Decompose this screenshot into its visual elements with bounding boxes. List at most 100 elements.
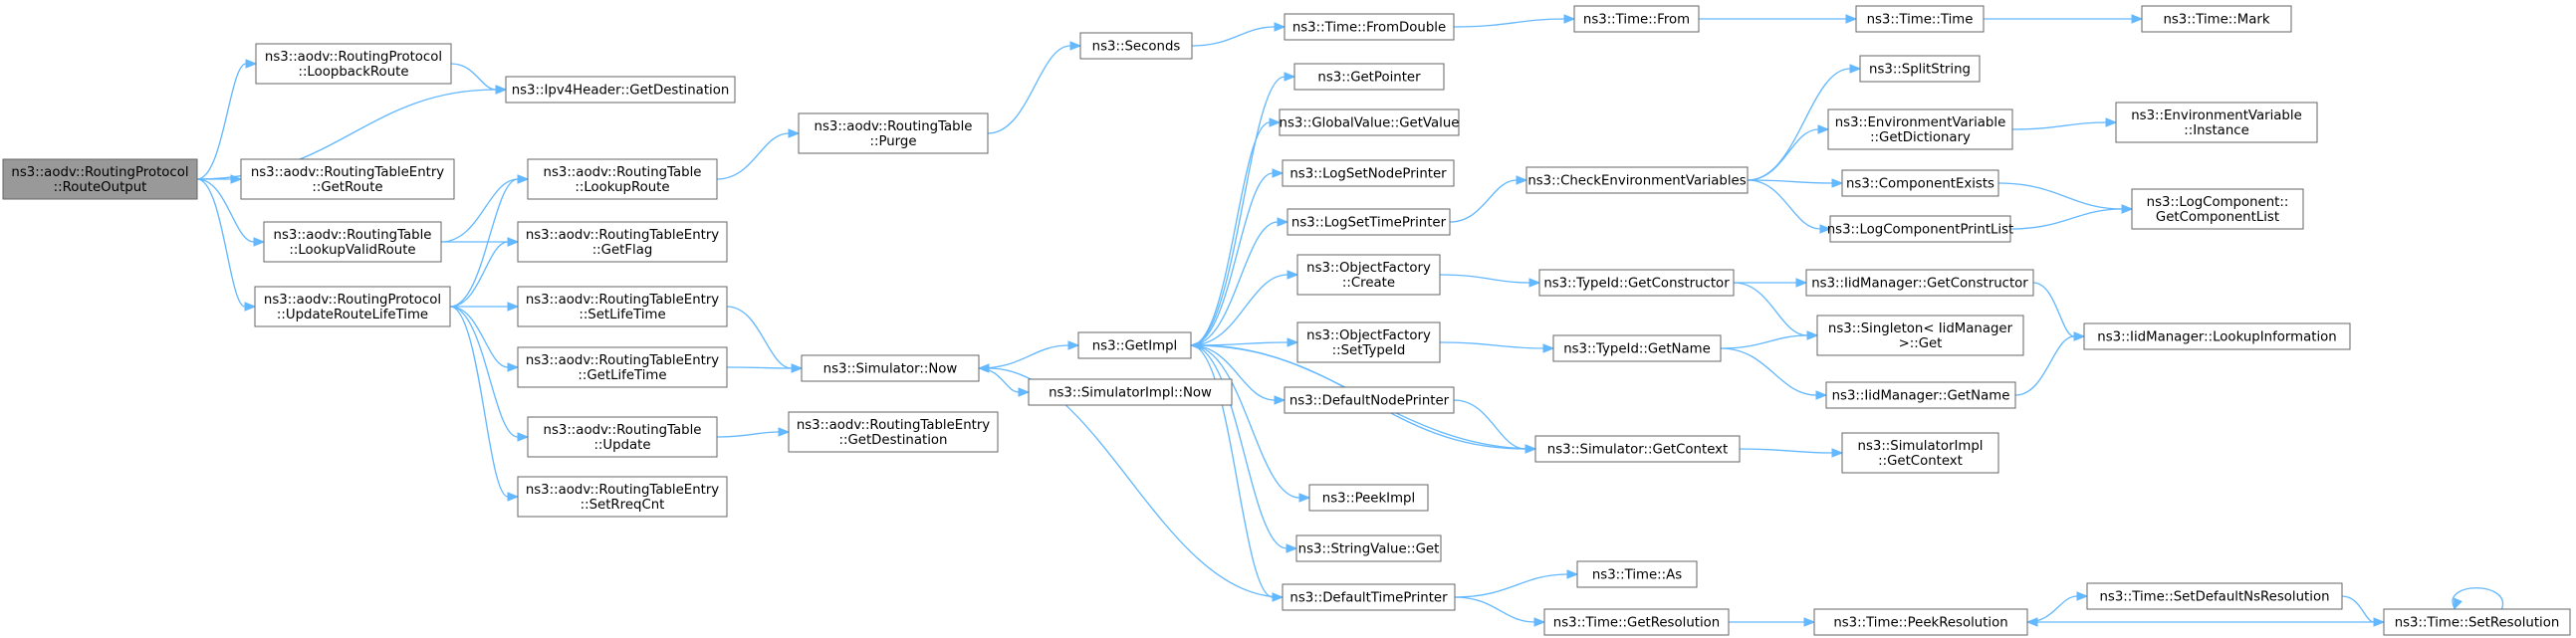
node-root[interactable]: ns3::aodv::RoutingProtocol::RouteOutput (2, 158, 198, 200)
node-getimpl[interactable]: ns3::GetImpl (1077, 331, 1192, 359)
node-logcompprint[interactable]: ns3::LogComponentPrintList (1827, 215, 2014, 243)
node-getflag[interactable]: ns3::aodv::RoutingTableEntry::GetFlag (517, 221, 728, 263)
node-seconds[interactable]: ns3::Seconds (1079, 32, 1193, 60)
node-logsetnode[interactable]: ns3::LogSetNodePrinter (1282, 159, 1455, 187)
node-box (2131, 188, 2304, 230)
edge-seconds-to-fromdouble (1191, 22, 1287, 47)
node-label: ns3::DefaultTimePrinter (1289, 591, 1448, 606)
node-box (1284, 13, 1455, 41)
node-iid-getctor[interactable]: ns3::IidManager::GetConstructor (1805, 269, 2034, 297)
node-rte-getroute[interactable]: ns3::aodv::RoutingTableEntry::GetRoute (240, 158, 455, 200)
node-typeid-getctor[interactable]: ns3::TypeId::GetConstructor (1538, 269, 1735, 297)
node-time-time[interactable]: ns3::Time::Time (1855, 5, 1985, 33)
node-lookupvalid[interactable]: ns3::aodv::RoutingTable::LookupValidRout… (263, 221, 442, 263)
node-label: ns3::GetPointer (1317, 71, 1421, 86)
node-peekimpl[interactable]: ns3::PeekImpl (1308, 484, 1429, 512)
node-box (788, 411, 999, 453)
node-iid-lookupinfo[interactable]: ns3::IidManager::LookupInformation (2083, 322, 2351, 350)
node-iid-getname[interactable]: ns3::IidManager::GetName (1825, 381, 2016, 409)
node-time-getres[interactable]: ns3::Time::GetResolution (1543, 608, 1730, 636)
node-label: ns3::Simulator::Now (823, 362, 958, 377)
node-box (2383, 608, 2571, 636)
node-envvar-getdict[interactable]: ns3::EnvironmentVariable::GetDictionary (1827, 108, 2013, 150)
node-box (1308, 484, 1429, 512)
node-singleton-get[interactable]: ns3::Singleton< IidManager >::Get (1816, 315, 2024, 356)
node-time-as[interactable]: ns3::Time::As (1576, 560, 1698, 588)
node-label: ::GetContext (1878, 454, 1963, 469)
node-label: ns3::SplitString (1869, 63, 1971, 78)
edge-updatelife-to-getflag (449, 237, 520, 308)
node-purge[interactable]: ns3::aodv::RoutingTable::Purge (798, 112, 989, 154)
edge-line (1190, 344, 1300, 499)
node-box (517, 286, 728, 327)
edge-deftimeprinter-to-time-as (1454, 569, 1579, 598)
edge-line (2011, 121, 2107, 130)
node-getdest[interactable]: ns3::Ipv4Header::GetDestination (505, 76, 736, 104)
node-label: >::Get (1899, 336, 1943, 351)
node-time-setres[interactable]: ns3::Time::SetResolution (2383, 608, 2571, 636)
node-logsettime[interactable]: ns3::LogSetTimePrinter (1287, 208, 1451, 236)
node-checkenv[interactable]: ns3::CheckEnvironmentVariables (1525, 166, 1749, 194)
edge-fromdouble-to-time-from (1453, 14, 1576, 28)
node-label: ns3::aodv::RoutingProtocol (11, 165, 188, 180)
node-defnodeprinter[interactable]: ns3::DefaultNodePrinter (1284, 386, 1455, 414)
node-time-peekres[interactable]: ns3::Time::PeekResolution (1813, 608, 2028, 636)
node-stringvalue[interactable]: ns3::StringValue::Get (1295, 534, 1442, 562)
node-label: ::GetFlag (592, 243, 653, 258)
edge-time-getres-to-time-peekres (1729, 617, 1816, 627)
edge-arrowhead (788, 128, 801, 138)
node-sim-getcontext[interactable]: ns3::Simulator::GetContext (1534, 435, 1741, 463)
node-rte-getdest[interactable]: ns3::aodv::RoutingTableEntry::GetDestina… (788, 411, 999, 453)
node-lookuproute[interactable]: ns3::aodv::RoutingTable::LookupRoute (527, 158, 718, 200)
node-sim-now[interactable]: ns3::Simulator::Now (801, 354, 980, 382)
node-box (1295, 534, 1442, 562)
node-time-mark[interactable]: ns3::Time::Mark (2141, 5, 2292, 33)
edge-arrowhead (1566, 569, 1579, 579)
node-label: ns3::Simulator::GetContext (1547, 443, 1728, 458)
node-updatelife[interactable]: ns3::aodv::RoutingProtocol::UpdateRouteL… (254, 286, 451, 327)
node-setreqcnt[interactable]: ns3::aodv::RoutingTableEntry::SetRreqCnt (517, 476, 728, 518)
edge-getimpl-to-getpointer (1190, 72, 1296, 346)
edge-getimpl-to-peekimpl (1190, 344, 1311, 503)
node-getpointer[interactable]: ns3::GetPointer (1293, 63, 1445, 91)
node-splitstring[interactable]: ns3::SplitString (1859, 55, 1981, 83)
node-fromdouble[interactable]: ns3::Time::FromDouble (1284, 13, 1455, 41)
edge-line (1190, 121, 1271, 346)
node-box (1543, 608, 1730, 636)
node-simimpl-getcontext[interactable]: ns3::SimulatorImpl::GetContext (1841, 432, 1999, 474)
node-label: ::SetLifeTime (579, 308, 665, 322)
node-time-from[interactable]: ns3::Time::From (1573, 5, 1700, 33)
node-box (2141, 5, 2292, 33)
edge-line (1997, 182, 2123, 210)
node-setlife[interactable]: ns3::aodv::RoutingTableEntry::SetLifeTim… (517, 286, 728, 327)
node-label: ns3::IidManager::LookupInformation (2097, 330, 2336, 345)
edge-arrowhead (507, 492, 520, 502)
node-label: ns3::aodv::RoutingTable (544, 423, 702, 438)
node-of-settypeid[interactable]: ns3::ObjectFactory::SetTypeId (1296, 321, 1441, 363)
node-box (1813, 608, 2028, 636)
node-logcomp-getlist[interactable]: ns3::LogComponent::GetComponentList (2131, 188, 2304, 230)
node-typeid-getname[interactable]: ns3::TypeId::GetName (1552, 334, 1722, 362)
node-label: ns3::EnvironmentVariable (2131, 108, 2302, 123)
node-getlife[interactable]: ns3::aodv::RoutingTableEntry::GetLifeTim… (517, 346, 728, 388)
edge-getimpl-to-of-create (1190, 270, 1299, 346)
node-compexists[interactable]: ns3::ComponentExists (1841, 169, 1999, 197)
node-rt-update[interactable]: ns3::aodv::RoutingTable::Update (527, 416, 718, 458)
node-of-create[interactable]: ns3::ObjectFactory::Create (1296, 254, 1441, 296)
node-label: ns3::LogSetNodePrinter (1289, 167, 1447, 182)
edge-typeid-getname-to-iid-getname (1720, 347, 1828, 400)
node-time-setdefaultns[interactable]: ns3::Time::SetDefaultNsResolution (2086, 582, 2343, 610)
node-label: ns3::aodv::RoutingTableEntry (526, 293, 719, 308)
node-loopback[interactable]: ns3::aodv::RoutingProtocol::LoopbackRout… (255, 43, 452, 85)
edge-arrowhead (1274, 22, 1287, 32)
edge-time-from-to-time-time (1699, 14, 1858, 24)
node-envvar-instance[interactable]: ns3::EnvironmentVariable::Instance (2115, 102, 2318, 143)
edge-compexists-to-logcomp-getlist (1997, 182, 2134, 214)
node-simimpl-now[interactable]: ns3::SimulatorImpl::Now (1028, 378, 1233, 406)
node-label: ns3::ObjectFactory (1306, 261, 1431, 276)
edge-time-peekres-to-time-setdefaultns (2026, 591, 2089, 623)
edge-iid-getname-to-iid-lookupinfo (2014, 331, 2086, 396)
node-globalvalue[interactable]: ns3::GlobalValue::GetValue (1279, 108, 1460, 136)
edge-line (978, 344, 1069, 369)
node-deftimeprinter[interactable]: ns3::DefaultTimePrinter (1282, 583, 1456, 611)
